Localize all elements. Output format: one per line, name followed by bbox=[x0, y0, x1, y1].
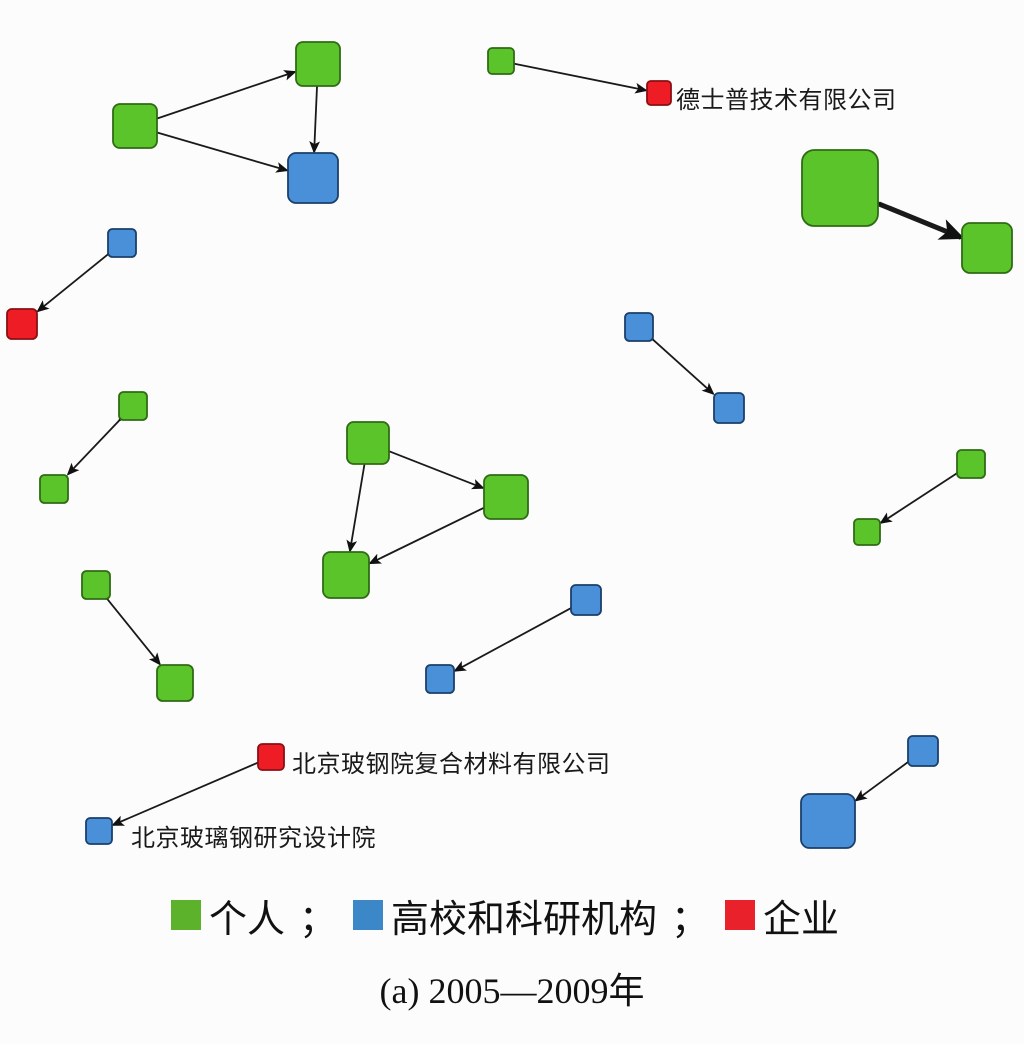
graph-node-green[interactable] bbox=[112, 103, 158, 149]
legend-separator-1: ； bbox=[298, 896, 337, 941]
graph-edge bbox=[855, 185, 965, 240]
graph-edge bbox=[879, 463, 969, 524]
graph-edge bbox=[503, 56, 648, 94]
graph-node-blue[interactable] bbox=[713, 392, 745, 424]
graph-node-red[interactable] bbox=[6, 308, 38, 340]
graph-node-blue[interactable] bbox=[800, 793, 856, 849]
graph-edge bbox=[642, 329, 715, 396]
graph-edge bbox=[36, 243, 120, 313]
graph-edge bbox=[377, 442, 485, 490]
graph-node-green[interactable] bbox=[853, 518, 881, 546]
graph-node-green[interactable] bbox=[961, 222, 1013, 274]
graph-node-green[interactable] bbox=[81, 570, 111, 600]
graph-node-green[interactable] bbox=[801, 149, 879, 227]
graph-node-green[interactable] bbox=[322, 551, 370, 599]
graph-edge bbox=[146, 124, 289, 173]
legend-item-individual: 个人 ； bbox=[170, 888, 353, 943]
graph-node-blue[interactable] bbox=[85, 817, 113, 845]
legend-swatch-green bbox=[170, 900, 201, 930]
legend-separator-2: ； bbox=[671, 896, 710, 941]
graph-edge bbox=[453, 598, 583, 672]
legend-swatch-blue bbox=[352, 900, 383, 930]
graph-node-red[interactable] bbox=[257, 743, 285, 771]
graph-node-green[interactable] bbox=[39, 474, 69, 504]
graph-edge bbox=[368, 498, 496, 565]
graph-node-green[interactable] bbox=[487, 47, 515, 75]
graph-node-blue[interactable] bbox=[570, 584, 602, 616]
graph-node-green[interactable] bbox=[956, 449, 986, 479]
graph-node-blue[interactable] bbox=[425, 664, 455, 694]
legend-swatch-red bbox=[725, 900, 756, 930]
legend-item-enterprise: 企业 bbox=[725, 888, 853, 943]
node-label-deshipu: 德士普技术有限公司 bbox=[676, 87, 897, 114]
graph-edge bbox=[346, 453, 372, 553]
legend-label-enterprise: 企业 bbox=[763, 896, 840, 941]
legend-label-individual: 个人 bbox=[208, 896, 285, 941]
graph-node-blue[interactable] bbox=[107, 228, 137, 258]
legend: 个人 ； 高校和科研机构 ； 企业 bbox=[0, 880, 1024, 950]
graph-edge bbox=[854, 751, 920, 802]
node-label-bjbgy: 北京玻钢院复合材料有限公司 bbox=[292, 751, 611, 778]
graph-node-blue[interactable] bbox=[624, 312, 654, 342]
graph-node-green[interactable] bbox=[156, 664, 194, 702]
graph-edge bbox=[96, 587, 161, 666]
legend-label-institution: 高校和科研机构 bbox=[390, 896, 657, 941]
graph-node-green[interactable] bbox=[118, 391, 148, 421]
graph-node-green[interactable] bbox=[346, 421, 390, 465]
graph-node-red[interactable] bbox=[646, 80, 672, 106]
graph-node-blue[interactable] bbox=[907, 735, 939, 767]
network-graph bbox=[6, 41, 1013, 849]
node-label-bjblg: 北京玻璃钢研究设计院 bbox=[131, 825, 376, 852]
legend-item-institution: 高校和科研机构 ； bbox=[352, 888, 725, 943]
graph-node-blue[interactable] bbox=[287, 152, 339, 204]
graph-edge bbox=[111, 753, 270, 826]
graph-edge bbox=[309, 75, 323, 154]
figure-caption: (a) 2005—2009年 bbox=[379, 971, 645, 1011]
graph-edge bbox=[66, 409, 131, 476]
graph-node-green[interactable] bbox=[295, 41, 341, 87]
node-layer bbox=[6, 41, 1013, 849]
edge-layer bbox=[36, 56, 969, 826]
graph-edge bbox=[145, 70, 297, 127]
graph-node-green[interactable] bbox=[483, 474, 529, 520]
